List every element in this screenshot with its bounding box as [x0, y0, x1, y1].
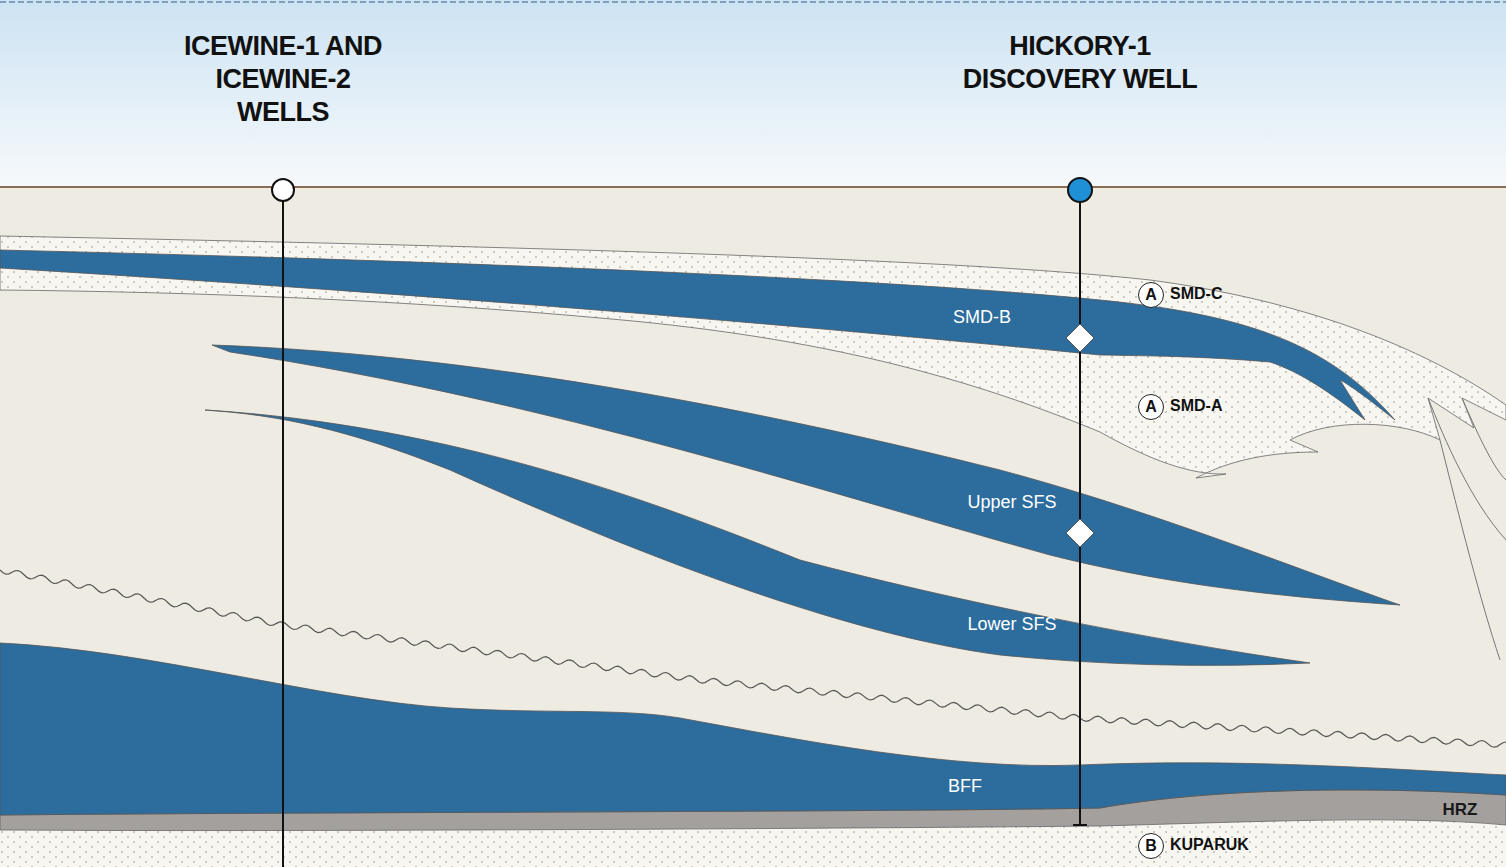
- well-line: [1079, 199, 1081, 825]
- formation-label: Upper SFS: [967, 492, 1056, 514]
- formation-label: BFF: [948, 776, 982, 798]
- well-line: [282, 199, 284, 867]
- slope-line: [1462, 398, 1506, 480]
- well-marker: [272, 179, 294, 201]
- formation-label: SMD-B: [953, 307, 1011, 329]
- callout-circle: ASMD-C: [1138, 282, 1164, 308]
- slope-line: [1428, 398, 1506, 540]
- smd-b-band: [0, 250, 1395, 420]
- callout-circle: ASMD-A: [1138, 394, 1164, 420]
- well-title: ICEWINE-1 AND ICEWINE-2 WELLS: [168, 30, 398, 129]
- formation-label: Lower SFS: [967, 614, 1056, 636]
- callout-letter: B: [1139, 834, 1163, 858]
- ground: [0, 187, 1506, 867]
- sky: [0, 0, 1506, 187]
- well-bottom-tick: [1073, 824, 1087, 826]
- surface-line: [0, 186, 1506, 188]
- callout-letter: A: [1139, 395, 1163, 419]
- discovery-diamond: [1066, 324, 1094, 352]
- border-dash: [0, 1, 1506, 3]
- bff-band: [0, 643, 1506, 815]
- callout-letter: A: [1139, 283, 1163, 307]
- unit-name: SMD-C: [1170, 285, 1222, 303]
- formation-label: HRZ: [1443, 800, 1478, 821]
- callout-circle: BKUPARUK: [1138, 833, 1164, 859]
- well-marker: [1068, 178, 1092, 202]
- slope-line: [1440, 440, 1500, 660]
- lower-sfs-band: [205, 410, 1310, 665]
- unit-name: SMD-A: [1170, 397, 1222, 415]
- unit-name: KUPARUK: [1170, 836, 1249, 854]
- discovery-diamond: [1066, 519, 1094, 547]
- well-title: HICKORY-1 DISCOVERY WELL: [950, 30, 1210, 96]
